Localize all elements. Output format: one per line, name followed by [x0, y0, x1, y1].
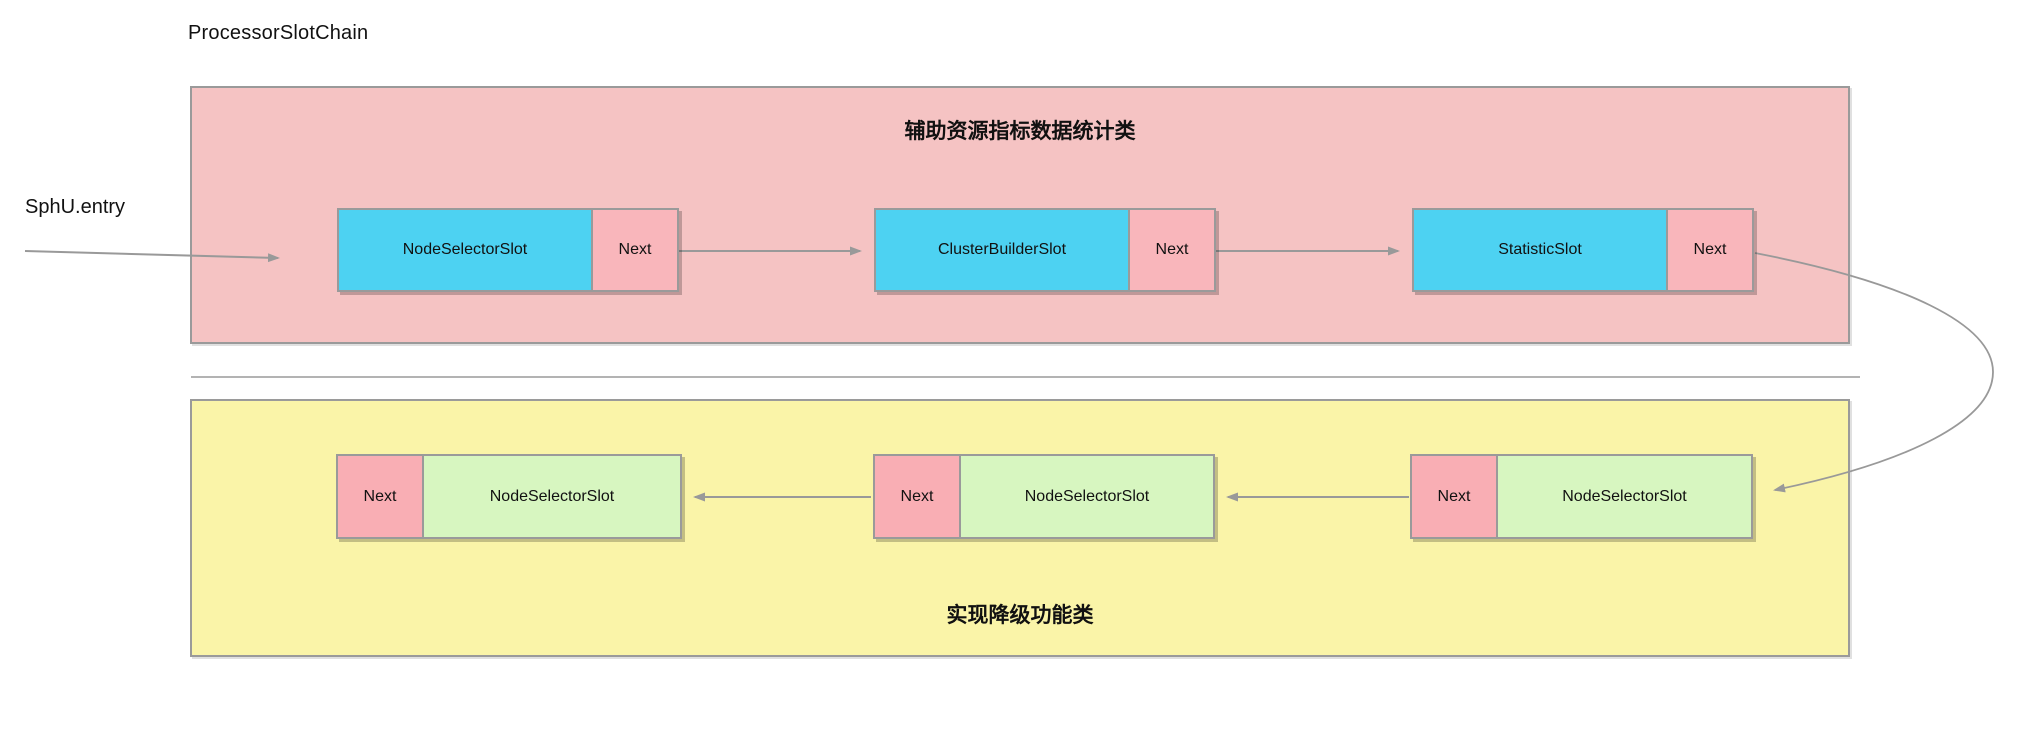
- slot-name: ClusterBuilderSlot: [876, 210, 1128, 290]
- slot-degrade-2: Next NodeSelectorSlot: [873, 454, 1215, 539]
- slot-next-pointer: Next: [875, 456, 961, 537]
- slot-next-pointer: Next: [1666, 210, 1752, 290]
- diagram-title: ProcessorSlotChain: [188, 22, 369, 44]
- slot-name: NodeSelectorSlot: [961, 456, 1213, 537]
- slot-node-selector: NodeSelectorSlot Next: [337, 208, 679, 292]
- entry-point-label: SphU.entry: [25, 196, 126, 218]
- bottom-region-label: 实现降级功能类: [946, 604, 1094, 627]
- slot-name: NodeSelectorSlot: [424, 456, 680, 537]
- slot-name: NodeSelectorSlot: [1498, 456, 1751, 537]
- slot-next-pointer: Next: [338, 456, 424, 537]
- slot-degrade-3: Next NodeSelectorSlot: [1410, 454, 1753, 539]
- slot-cluster-builder: ClusterBuilderSlot Next: [874, 208, 1216, 292]
- slot-statistic: StatisticSlot Next: [1412, 208, 1754, 292]
- slot-next-pointer: Next: [1128, 210, 1214, 290]
- slot-name: StatisticSlot: [1414, 210, 1666, 290]
- slot-next-pointer: Next: [591, 210, 677, 290]
- slot-name: NodeSelectorSlot: [339, 210, 591, 290]
- top-region-label: 辅助资源指标数据统计类: [904, 120, 1136, 143]
- slot-degrade-1: Next NodeSelectorSlot: [336, 454, 682, 539]
- slot-next-pointer: Next: [1412, 456, 1498, 537]
